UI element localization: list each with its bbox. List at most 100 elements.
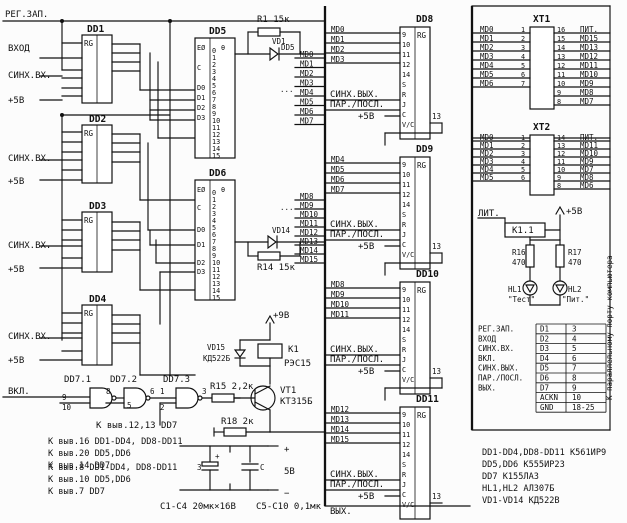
chip-dd4: DD4 RG — [39, 294, 141, 366]
net-vyh: ВЫХ. — [330, 507, 352, 517]
lpt-data-line: D4 — [540, 354, 550, 363]
r1-vd1: R1 15к VD1 DD5 ... — [234, 15, 326, 94]
register-pin: S — [402, 81, 406, 89]
svg-text:R17: R17 — [568, 248, 582, 257]
connector-left-label: MD5 — [480, 70, 494, 79]
svg-text:D3: D3 — [197, 114, 205, 122]
register-pin: 12 — [402, 61, 410, 69]
register-pin: 11 — [402, 51, 410, 59]
svg-text:3: 3 — [202, 387, 207, 396]
svg-text:470: 470 — [512, 258, 526, 267]
svg-text:RG: RG — [84, 129, 94, 138]
svg-text:DD7.2: DD7.2 — [110, 375, 137, 385]
connector-right-label: MD7 — [580, 165, 594, 174]
net-sinh-vh-3: СИНХ.ВХ. — [8, 241, 51, 251]
register-pin: 14 — [402, 326, 410, 334]
md-bus-label: MD4 — [300, 88, 314, 97]
connector-right-label: MD13 — [580, 43, 598, 52]
decoder-output-pin: 15 — [212, 294, 220, 302]
decoder-output-pin: 7 — [212, 96, 216, 104]
net-plus5-3: +5В — [8, 265, 24, 275]
connector-left-label: MD5 — [480, 173, 494, 182]
connector-xt2: XT2 — [529, 122, 555, 196]
lpt-data-line: D2 — [540, 334, 549, 343]
rg-label: RG — [417, 31, 427, 40]
connector-pin-number: 12 — [557, 62, 565, 70]
md-bus-label: MD12 — [300, 228, 318, 237]
connector-right-label: MD10 — [580, 70, 599, 79]
lpt-side-label: К параллельному порту компьютера — [605, 256, 614, 401]
net-sinh-vyh: СИНХ.ВЫХ. — [330, 90, 379, 100]
connector-right-label: MD12 — [580, 52, 598, 61]
svg-text:C: C — [197, 64, 201, 72]
register-pin: 10 — [402, 421, 410, 429]
decoder-output-pin: 4 — [212, 75, 216, 83]
register-pin: V/C — [402, 121, 414, 129]
lpt-data-line: D1 — [540, 325, 549, 334]
svg-text:D2: D2 — [197, 259, 205, 267]
register-pin: R — [402, 91, 407, 99]
lpt-signal-name: ВХОД — [478, 334, 497, 343]
svg-text:R16: R16 — [512, 248, 526, 257]
lpt-data-line: D3 — [540, 344, 549, 353]
connector-pin-number: 8 — [557, 98, 561, 106]
connector-right-label: ПИТ. — [580, 25, 598, 34]
pin-13: 13 — [432, 367, 441, 376]
svg-text:RG: RG — [84, 39, 94, 48]
svg-text:HL1: HL1 — [508, 285, 522, 294]
decoder-output-pin: 7 — [212, 238, 216, 246]
svg-text:1: 1 — [160, 387, 165, 396]
connector-left-label: MD3 — [480, 52, 494, 61]
svg-text:RG: RG — [84, 309, 94, 318]
legend-line: HL1,HL2 АЛ307Б — [482, 484, 554, 494]
lpt-data-line: D5 — [540, 364, 549, 373]
chip-dd3: DD3 RG — [39, 201, 141, 273]
connector-right-label: ПИТ. — [580, 133, 598, 142]
register-pin: C — [402, 366, 406, 374]
svg-text:R14 15к: R14 15к — [257, 263, 296, 273]
svg-text:470: 470 — [568, 258, 582, 267]
decoder-output-pin: 3 — [212, 210, 216, 218]
connector-right-label: MD15 — [580, 34, 598, 43]
connector-left-label: MD2 — [480, 149, 494, 158]
connector-pin-number: 4 — [521, 158, 525, 166]
connector-left-label: MD2 — [480, 43, 494, 52]
net-plus5: +5В — [358, 492, 374, 502]
register-pin: 11 — [402, 181, 410, 189]
output-register: DD8RGMD0MD1MD2MD3910111214SRJCV/CСИНХ.ВЫ… — [324, 14, 443, 146]
md-input-label: MD8 — [331, 280, 345, 289]
decoder-output-pin: 15 — [212, 152, 220, 160]
md-bus-label: MD10 — [300, 210, 319, 219]
net-lit: ЛИТ. — [478, 209, 500, 219]
net-plus5-4: +5В — [8, 356, 24, 366]
decoder-output-pin: 6 — [212, 89, 216, 97]
chip-label: DD8 — [416, 14, 433, 25]
svg-text:D1: D1 — [197, 241, 205, 249]
md-input-label: MD6 — [331, 175, 345, 184]
connector-pin-number: 7 — [521, 80, 525, 88]
lpt-pin-number: 10 — [572, 393, 582, 402]
lpt-signal-name: ПАР./ПОСЛ. — [478, 374, 523, 383]
connector-pin-number: 1 — [521, 26, 525, 34]
svg-text:8: 8 — [106, 387, 111, 396]
svg-text:XT2: XT2 — [533, 122, 550, 133]
svg-text:XT1: XT1 — [533, 14, 550, 25]
decoder-output-pin: 8 — [212, 103, 216, 111]
lpt-pin-number: 5 — [572, 344, 577, 353]
md-input-label: MD0 — [331, 25, 345, 34]
connector-pin-number: 3 — [521, 150, 525, 158]
svg-text:5В: 5В — [284, 467, 295, 477]
lpt-pin-number: 4 — [572, 334, 577, 343]
svg-text:VD1: VD1 — [272, 37, 286, 46]
rg-label: RG — [417, 161, 427, 170]
register-pin: 9 — [402, 161, 406, 169]
decoder-output-pin: 14 — [212, 287, 220, 295]
md-input-label: MD4 — [331, 155, 345, 164]
connector-right-label: MD9 — [580, 157, 594, 166]
svg-text:DD7.3: DD7.3 — [163, 375, 190, 385]
decoder-output-pin: 3 — [212, 68, 216, 76]
connector-pin-number: 11 — [557, 158, 565, 166]
